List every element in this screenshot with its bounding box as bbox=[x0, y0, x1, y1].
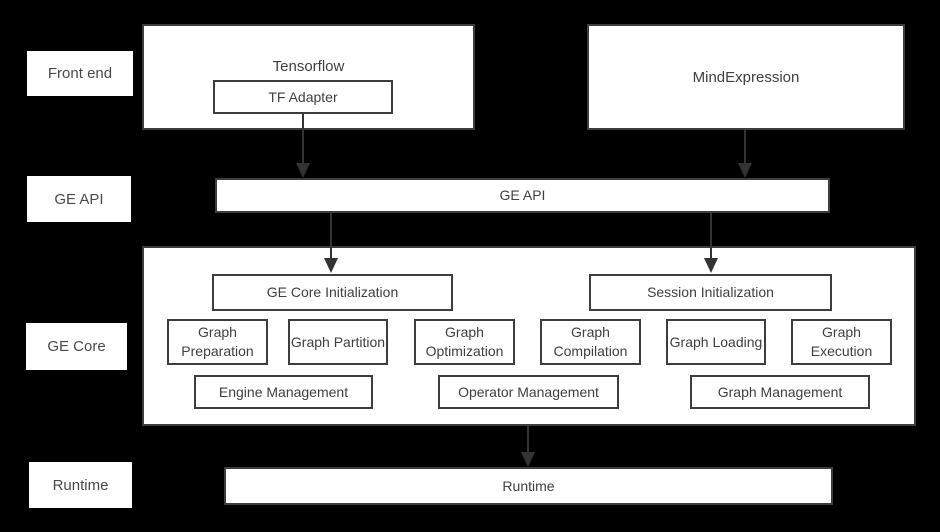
row-label-ge-api: GE API bbox=[27, 176, 131, 222]
row-label-runtime: Runtime bbox=[29, 462, 132, 508]
arrow-mind-expression-to-ge-api bbox=[738, 130, 752, 178]
node-ge-api: GE API bbox=[215, 178, 830, 213]
node-graph-loading: Graph Loading bbox=[666, 319, 766, 365]
arrow-ge-core-to-runtime bbox=[521, 426, 535, 467]
arrow-line bbox=[527, 426, 529, 453]
node-tf-adapter: TF Adapter bbox=[213, 80, 393, 114]
node-graph-preparation: Graph Preparation bbox=[167, 319, 268, 365]
arrow-ge-api-to-ge-core-initialization bbox=[324, 213, 338, 273]
arrow-line bbox=[744, 130, 746, 164]
row-label-ge-core: GE Core bbox=[26, 323, 127, 370]
node-operator-management: Operator Management bbox=[438, 375, 619, 409]
node-graph-partition: Graph Partition bbox=[288, 319, 388, 365]
arrow-tf-adapter-to-ge-api bbox=[296, 114, 310, 178]
node-ge-core-initialization: GE Core Initialization bbox=[212, 274, 453, 311]
arrow-head-icon bbox=[738, 163, 752, 178]
node-session-initialization: Session Initialization bbox=[589, 274, 832, 311]
arrow-head-icon bbox=[324, 258, 338, 273]
row-label-front-end: Front end bbox=[27, 51, 133, 96]
node-graph-execution: Graph Execution bbox=[791, 319, 892, 365]
node-graph-compilation: Graph Compilation bbox=[540, 319, 641, 365]
node-mind-expression: MindExpression bbox=[587, 24, 905, 130]
arrow-head-icon bbox=[521, 452, 535, 467]
arrow-head-icon bbox=[704, 258, 718, 273]
node-graph-management: Graph Management bbox=[690, 375, 870, 409]
arrow-head-icon bbox=[296, 163, 310, 178]
node-runtime: Runtime bbox=[224, 467, 833, 505]
arrow-line bbox=[330, 213, 332, 259]
arrow-line bbox=[302, 114, 304, 164]
arrow-ge-api-to-session-initialization bbox=[704, 213, 718, 273]
node-engine-management: Engine Management bbox=[194, 375, 373, 409]
node-graph-optimization: Graph Optimization bbox=[414, 319, 515, 365]
tensorflow-label: Tensorflow bbox=[272, 58, 345, 75]
arrow-line bbox=[710, 213, 712, 259]
